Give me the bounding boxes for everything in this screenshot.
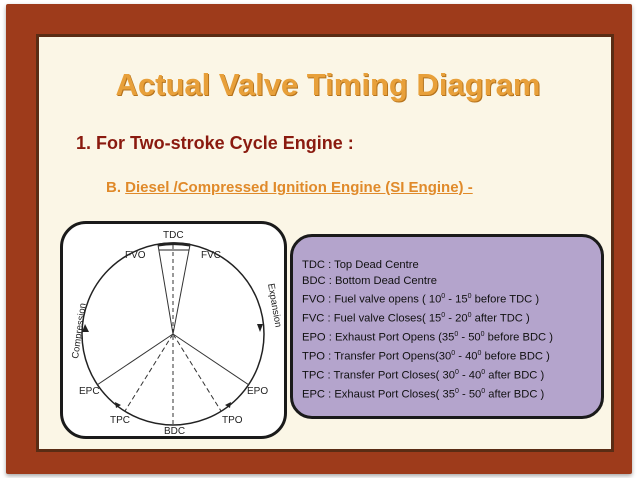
timing-diagram-box: TDC FVO FVC EPC EPO TPC TPO BDC Compress… <box>60 221 287 439</box>
legend-text: - 40 <box>455 350 478 363</box>
epo-line <box>172 333 250 386</box>
legend-line-epc: EPC : Exhaust Port Closes( 350 - 500 aft… <box>302 384 601 403</box>
slide-panel: Actual Valve Timing Diagram 1. For Two-s… <box>36 34 614 452</box>
legend-box: TDC : Top Dead Centre BDC : Bottom Dead … <box>290 234 604 419</box>
legend-text: after TDC ) <box>471 313 530 326</box>
slide-title: Actual Valve Timing Diagram <box>115 67 541 102</box>
sub-heading-prefix: B. <box>106 179 126 196</box>
label-epo: EPO <box>247 386 268 397</box>
arrow-compression <box>82 324 89 332</box>
label-fvo: FVO <box>125 250 146 261</box>
legend-line-epo: EPO : Exhaust Port Opens (350 - 500 befo… <box>302 327 601 346</box>
legend-text: EPC : Exhaust Port Closes( 35 <box>302 388 455 401</box>
legend-line-tdc: TDC : Top Dead Centre <box>302 257 601 273</box>
epc-line <box>96 333 174 386</box>
arrow-expansion <box>257 324 263 332</box>
sub-heading: B. Diesel /Compressed Ignition Engine (S… <box>106 179 473 196</box>
label-expansion: Expansion <box>265 283 284 329</box>
legend-text: after BDC ) <box>485 388 545 401</box>
legend-text: - 50 <box>458 332 481 345</box>
legend-text: FVO : Fuel valve opens ( 10 <box>302 294 442 307</box>
legend-sup: 0 <box>441 293 446 301</box>
legend-line-fvc: FVC : Fuel valve Closes( 150 - 200 after… <box>302 308 601 327</box>
legend-sup: 0 <box>467 312 472 320</box>
sub-heading-text: Diesel /Compressed Ignition Engine (SI E… <box>125 179 473 196</box>
legend-text: before TDC ) <box>471 294 540 307</box>
timing-diagram: TDC FVO FVC EPC EPO TPC TPO BDC Compress… <box>70 230 284 436</box>
legend-text: TDC : Top Dead Centre <box>302 259 419 271</box>
legend-text: - 20 <box>445 313 468 326</box>
legend-line-tpo: TPO : Transfer Port Opens(300 - 400 befo… <box>302 346 601 365</box>
legend-text: TPO : Transfer Port Opens(30 <box>302 350 452 363</box>
tpc-line <box>124 333 174 412</box>
legend-sup: 0 <box>477 350 482 358</box>
legend-line-bdc: BDC : Bottom Dead Centre <box>302 273 601 289</box>
label-fvc: FVC <box>201 250 221 261</box>
legend-text: before BDC ) <box>481 350 550 363</box>
legend-text: EPO : Exhaust Port Opens (35 <box>302 332 455 345</box>
legend-text: - 15 <box>445 294 468 307</box>
legend-line-tpc: TPC : Transfer Port Closes( 300 - 400 af… <box>302 365 601 384</box>
legend-text: - 40 <box>458 369 482 382</box>
legend-sup: 0 <box>454 388 459 396</box>
legend-text: after BDC ) <box>485 369 545 382</box>
legend-text: FVC : Fuel valve Closes( 15 <box>302 313 442 326</box>
arrow-bottom-right <box>225 402 231 408</box>
legend-sup: 0 <box>451 350 456 358</box>
legend-sup: 0 <box>454 331 459 339</box>
legend-sup: 0 <box>454 369 459 377</box>
legend-line-fvo: FVO : Fuel valve opens ( 100 - 150 befor… <box>302 289 601 308</box>
tpo-line <box>172 333 222 412</box>
label-bdc: BDC <box>164 426 185 436</box>
arrow-bottom-left <box>115 402 121 408</box>
fuel-injection-arc <box>157 242 191 247</box>
label-epc: EPC <box>79 386 100 397</box>
legend-sup: 0 <box>481 369 486 377</box>
legend-text: BDC : Bottom Dead Centre <box>302 275 437 288</box>
legend-text: - 50 <box>458 388 482 401</box>
fvo-line <box>157 244 174 335</box>
legend-sup: 0 <box>481 388 486 396</box>
legend-text: before BDC ) <box>484 332 553 345</box>
label-tpc: TPC <box>110 415 130 426</box>
legend-sup: 0 <box>441 312 446 320</box>
legend-sup: 0 <box>480 331 485 339</box>
fvc-line <box>172 244 191 335</box>
section-heading: 1. For Two-stroke Cycle Engine : <box>76 133 354 153</box>
slide-frame: Actual Valve Timing Diagram 1. For Two-s… <box>6 4 632 474</box>
legend-sup: 0 <box>467 293 472 301</box>
label-tdc: TDC <box>163 230 184 241</box>
legend-text: TPC : Transfer Port Closes( 30 <box>302 369 455 382</box>
label-tpo: TPO <box>222 415 243 426</box>
